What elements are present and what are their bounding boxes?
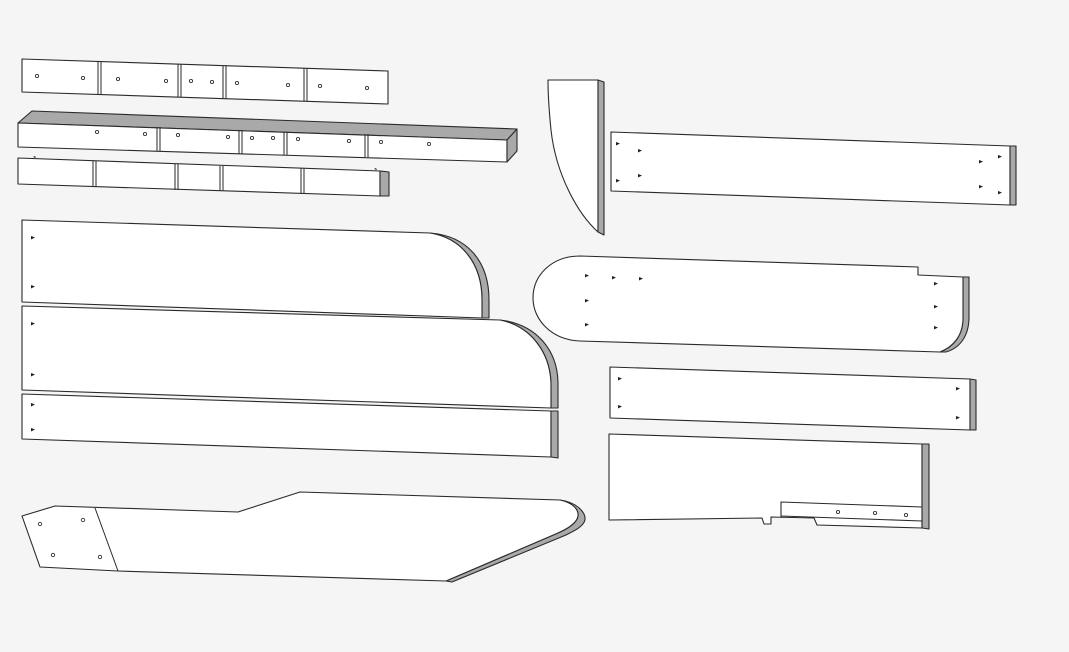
side-board-rounded-2[interactable]: [21, 305, 559, 409]
curved-leg-piece[interactable]: [547, 79, 605, 236]
armrest-board-contoured[interactable]: [21, 491, 586, 583]
crossbar-board[interactable]: [609, 366, 977, 431]
slat-top-2[interactable]: [17, 110, 518, 163]
slat-top-3[interactable]: [17, 156, 390, 197]
back-rail-board[interactable]: [610, 131, 1017, 206]
side-board-straight[interactable]: [21, 393, 559, 459]
side-board-rounded-1[interactable]: [21, 219, 490, 319]
seat-board-rounded-notched[interactable]: [532, 255, 970, 353]
side-panel-with-ledge[interactable]: [608, 433, 930, 530]
slat-top-1[interactable]: [21, 58, 389, 105]
